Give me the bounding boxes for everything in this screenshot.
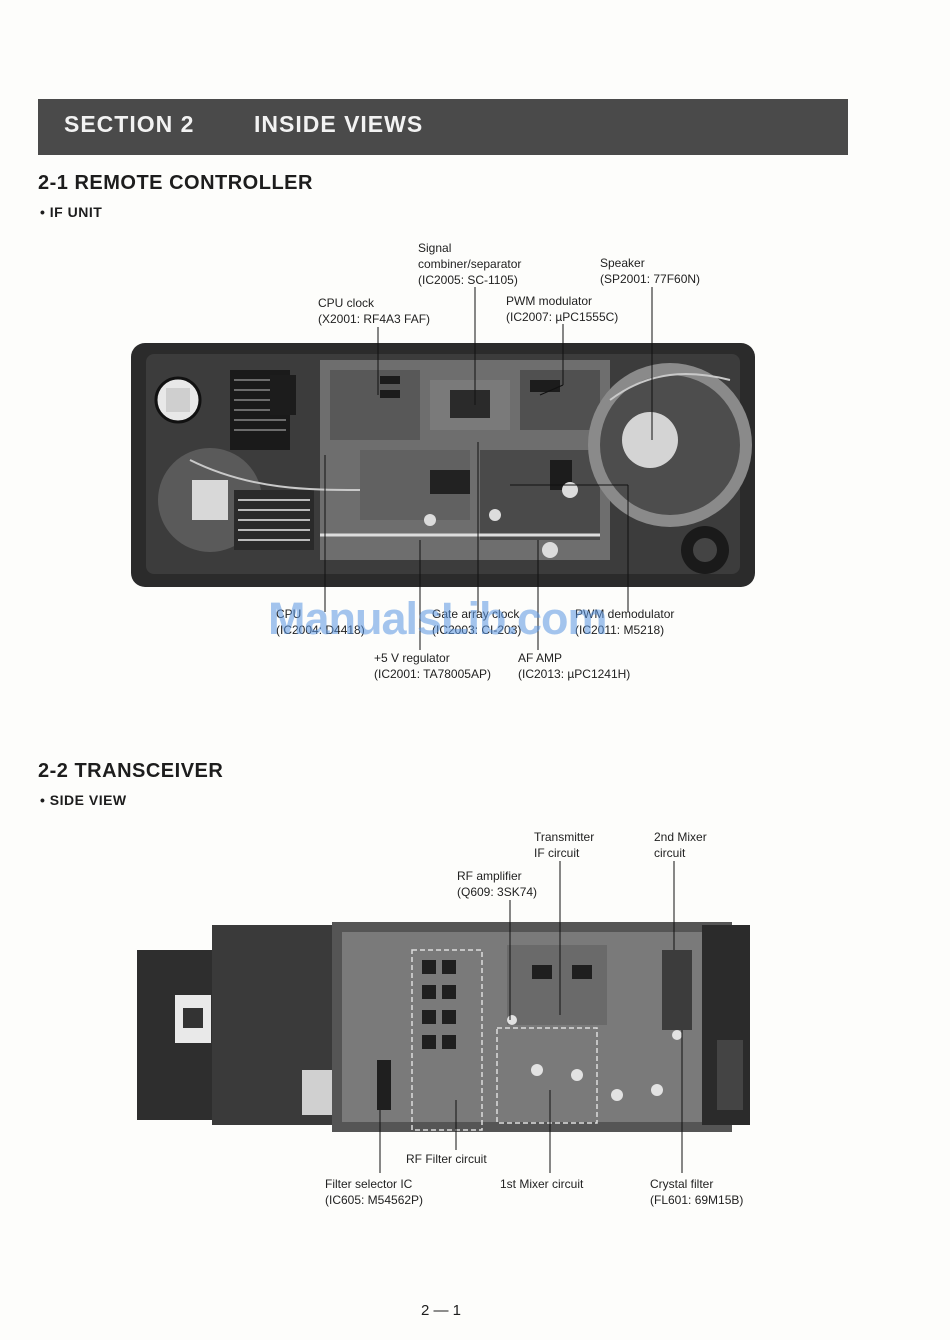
label-filter-selector: Filter selector IC (IC605: M54562P) [325,1177,424,1207]
label-crystal-filter: Crystal filter (FL601: 69M15B) [650,1177,744,1207]
label-regulator: +5 V regulator (IC2001: TA78005AP) [374,651,491,681]
label-signal-combiner: Signal combiner/separator (IC2005: SC-11… [418,241,522,287]
label-gate-array: Gate array clock (IC2003: CI-203) [432,607,522,637]
label-first-mixer: 1st Mixer circuit [500,1177,584,1191]
label-rf-amp: RF amplifier (Q609: 3SK74) [457,869,538,899]
page-number: 2 — 1 [421,1302,462,1319]
label-cpu-clock: CPU clock (X2001: RF4A3 FAF) [318,296,431,326]
watermark: ManualsLib.com [268,593,608,644]
label-af-amp: AF AMP (IC2013: µPC1241H) [518,651,631,681]
label-second-mixer: 2nd Mixer circuit [654,830,707,860]
remote-heading: 2-1 REMOTE CONTROLLER [38,172,313,194]
transceiver-heading: 2-2 TRANSCEIVER [38,760,224,782]
label-pwm-demodulator: PWM demodulator (IC2011: M5218) [575,607,675,637]
label-speaker: Speaker (SP2001: 77F60N) [600,256,701,286]
label-cpu: CPU (IC2004: D4418) [276,607,365,637]
remote-subheading: • IF UNIT [40,204,103,220]
remote-controller-photo [131,343,755,587]
label-tx-if: Transmitter IF circuit [534,830,595,860]
transceiver-subheading: • SIDE VIEW [40,792,127,808]
section-number: SECTION 2 [64,111,195,137]
transceiver-photo [137,922,750,1132]
transceiver-leader-lines [379,861,683,1173]
remote-leader-lines [324,287,653,650]
section-banner: SECTION 2 INSIDE VIEWS [38,99,848,155]
section-title: INSIDE VIEWS [254,111,424,137]
label-rf-filter: RF Filter circuit [406,1152,487,1166]
label-pwm-modulator: PWM modulator (IC2007: µPC1555C) [506,294,619,324]
